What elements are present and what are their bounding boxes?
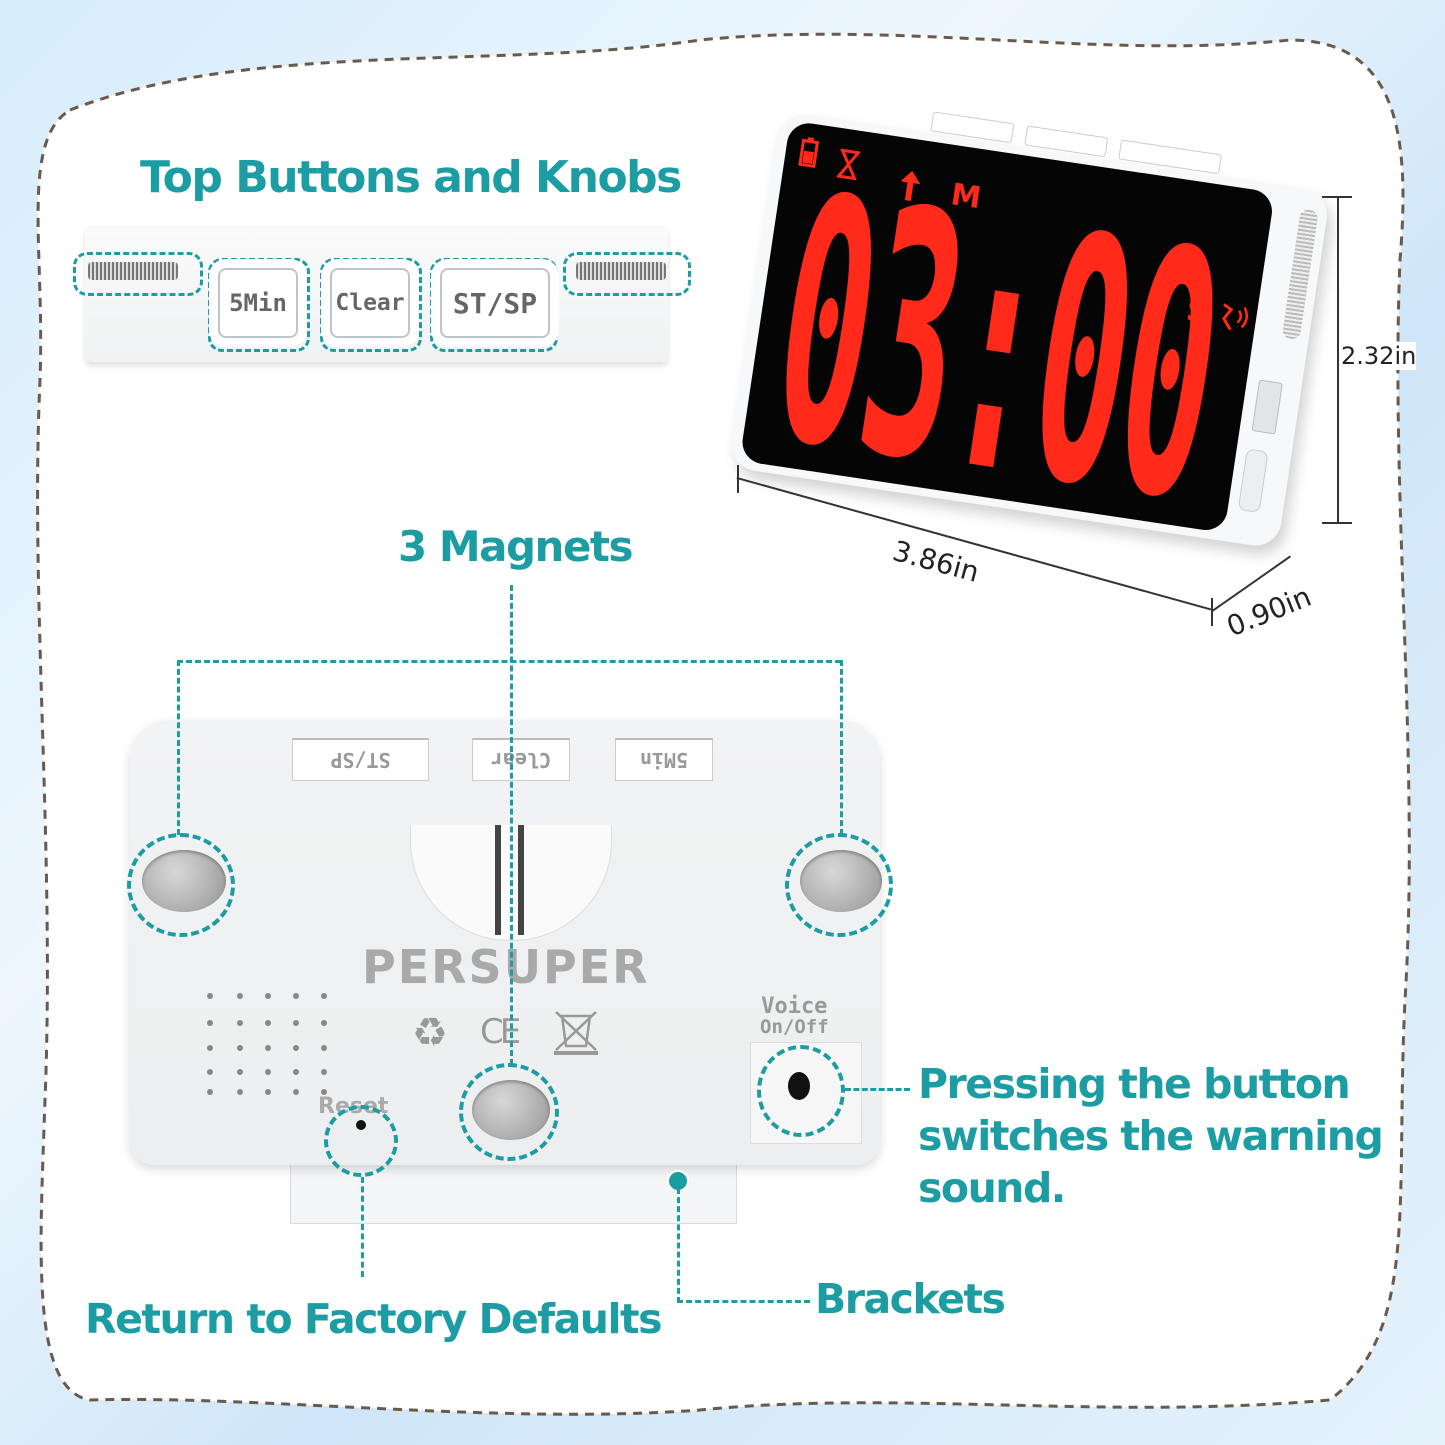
voice-button-callout xyxy=(757,1045,845,1137)
magnet-right-callout xyxy=(785,833,893,937)
magnet-bottom-callout xyxy=(459,1063,559,1161)
voice-callout-line-1: Pressing the button xyxy=(917,1059,1352,1109)
voice-callout-text: Pressing the button switches the warning… xyxy=(917,1058,1385,1214)
stand-slot xyxy=(495,825,501,935)
left-knob-callout xyxy=(73,252,203,296)
timer-front: M S 03:00 xyxy=(728,110,1331,550)
button-st-sp[interactable]: ST/SP xyxy=(440,268,550,338)
back-button-5min[interactable]: 5Min xyxy=(615,738,713,781)
dim-tick xyxy=(1211,598,1213,626)
right-knob xyxy=(576,262,666,280)
reset-callout xyxy=(324,1105,398,1177)
voice-label-line-2: On/Off xyxy=(760,1016,829,1038)
dim-tick xyxy=(1322,522,1352,524)
weee-bin-icon xyxy=(554,1011,598,1055)
button-5min[interactable]: 5Min xyxy=(218,268,298,338)
stand-slot xyxy=(518,825,524,935)
recycle-icon: ♻ xyxy=(412,1010,448,1056)
reset-callout-text: Return to Factory Defaults xyxy=(84,1294,664,1344)
leader-magnet-right xyxy=(840,660,843,835)
button-clear[interactable]: Clear xyxy=(330,268,410,338)
leader-brackets xyxy=(677,1188,810,1303)
hourglass-icon xyxy=(836,148,861,181)
left-knob xyxy=(88,262,178,280)
btn-stsp-callout xyxy=(430,258,558,352)
speaker-grille xyxy=(207,993,327,1095)
display-screen: M S 03:00 xyxy=(739,120,1275,533)
ce-mark-icon: CE xyxy=(480,1012,521,1052)
battery-icon xyxy=(798,137,820,169)
magnet-left-callout xyxy=(127,833,235,937)
count-up-arrow-icon xyxy=(900,170,921,202)
dim-tick xyxy=(737,465,739,493)
leader-reset xyxy=(361,1177,364,1277)
brand-logo: PERSUPER xyxy=(362,940,650,994)
brackets-callout-text: Brackets xyxy=(814,1274,1007,1324)
leader-magnet-left xyxy=(177,660,180,835)
voice-callout-line-3: sound. xyxy=(917,1163,1067,1213)
voice-label: Voice On/Off xyxy=(760,994,829,1038)
leader-magnets-horizontal xyxy=(177,660,841,663)
leader-magnet-bottom xyxy=(510,585,513,1065)
height-dimension-line xyxy=(1337,197,1339,523)
btn-5min-callout xyxy=(208,258,310,352)
height-label: 2.32in xyxy=(1341,342,1417,370)
top-section-title: Top Buttons and Knobs xyxy=(139,151,683,204)
back-button-clear[interactable]: Clear xyxy=(472,738,570,781)
vibration-sound-icon xyxy=(1221,303,1249,331)
voice-callout-line-2: switches the warning xyxy=(917,1111,1385,1161)
voice-label-line-1: Voice xyxy=(761,994,828,1019)
back-button-stsp[interactable]: ST/SP xyxy=(292,738,429,781)
magnets-label: 3 Magnets xyxy=(397,521,635,572)
right-knob-callout xyxy=(563,252,691,296)
dim-tick xyxy=(1322,196,1352,198)
leader-voice xyxy=(845,1088,910,1091)
btn-clear-callout xyxy=(320,258,422,352)
